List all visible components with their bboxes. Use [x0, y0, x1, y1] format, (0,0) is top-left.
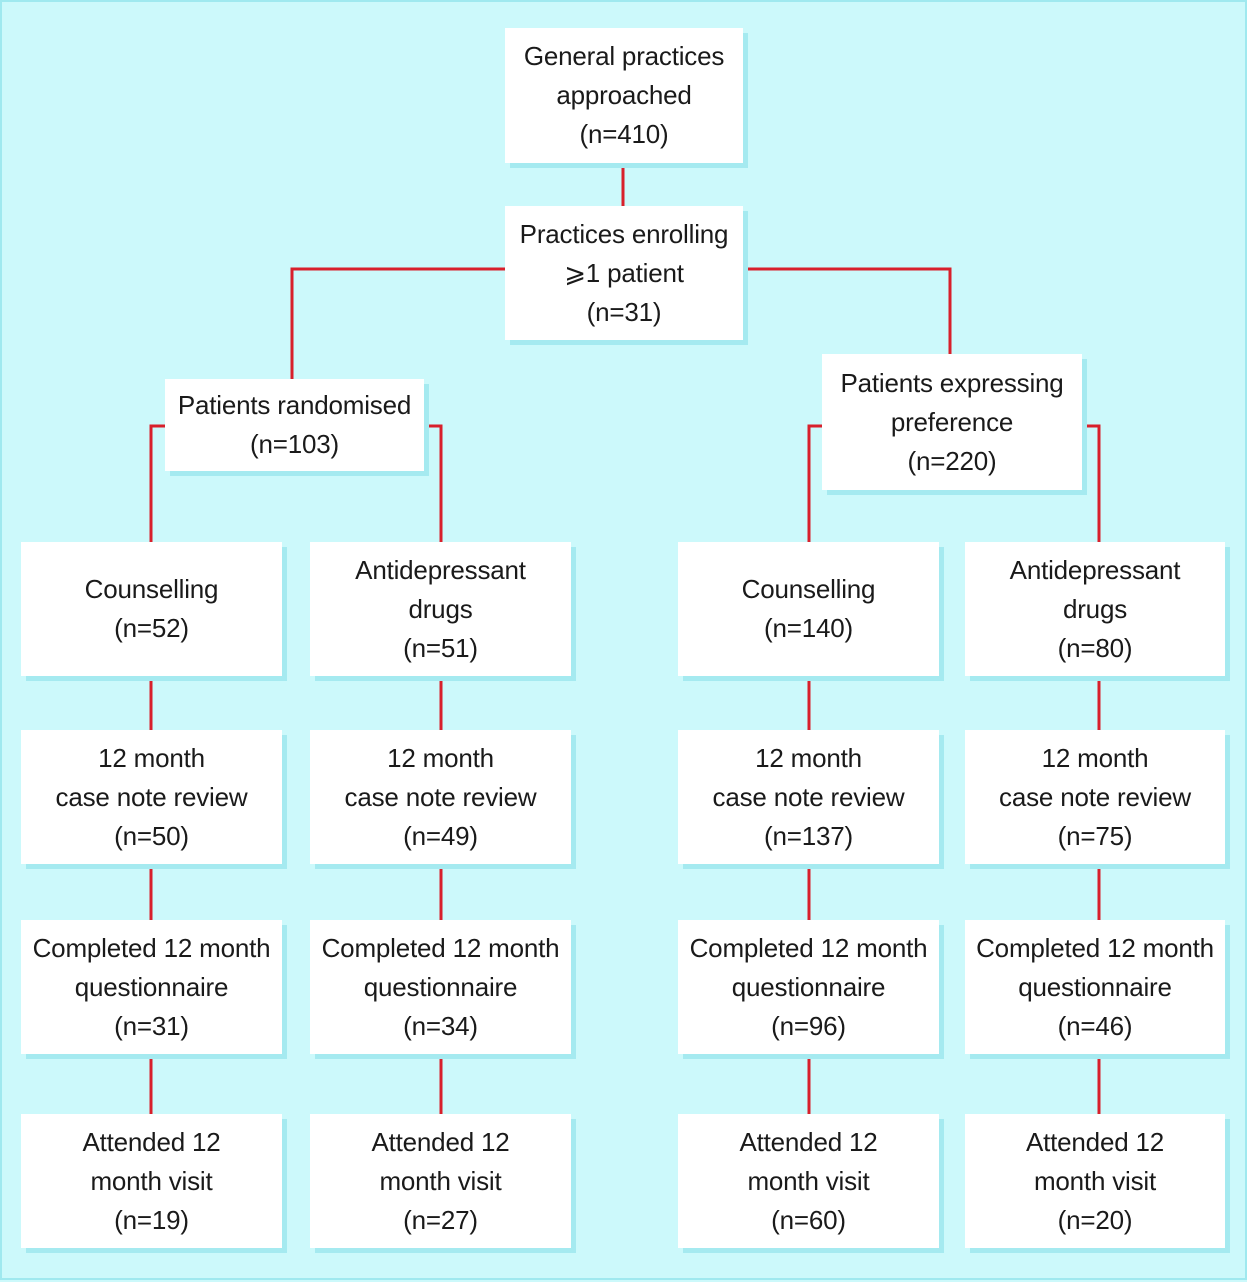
node-practices-enrolling: Practices enrolling⩾1 patient(n=31) — [505, 206, 743, 340]
node-preference-counselling: Counselling(n=140) — [678, 542, 939, 676]
node-randomised-counselling: Counselling(n=52) — [21, 542, 282, 676]
connector-enrolling-randomised — [290, 267, 505, 379]
connector-randomised-counselling — [149, 424, 165, 542]
connector-randomised-drugs — [426, 424, 443, 542]
connector-preference-drugs — [1084, 424, 1101, 542]
connector-preference-counselling — [807, 424, 822, 542]
node-patients-randomised: Patients randomised(n=103) — [165, 379, 424, 471]
connector-enrolling-preference — [747, 267, 952, 354]
